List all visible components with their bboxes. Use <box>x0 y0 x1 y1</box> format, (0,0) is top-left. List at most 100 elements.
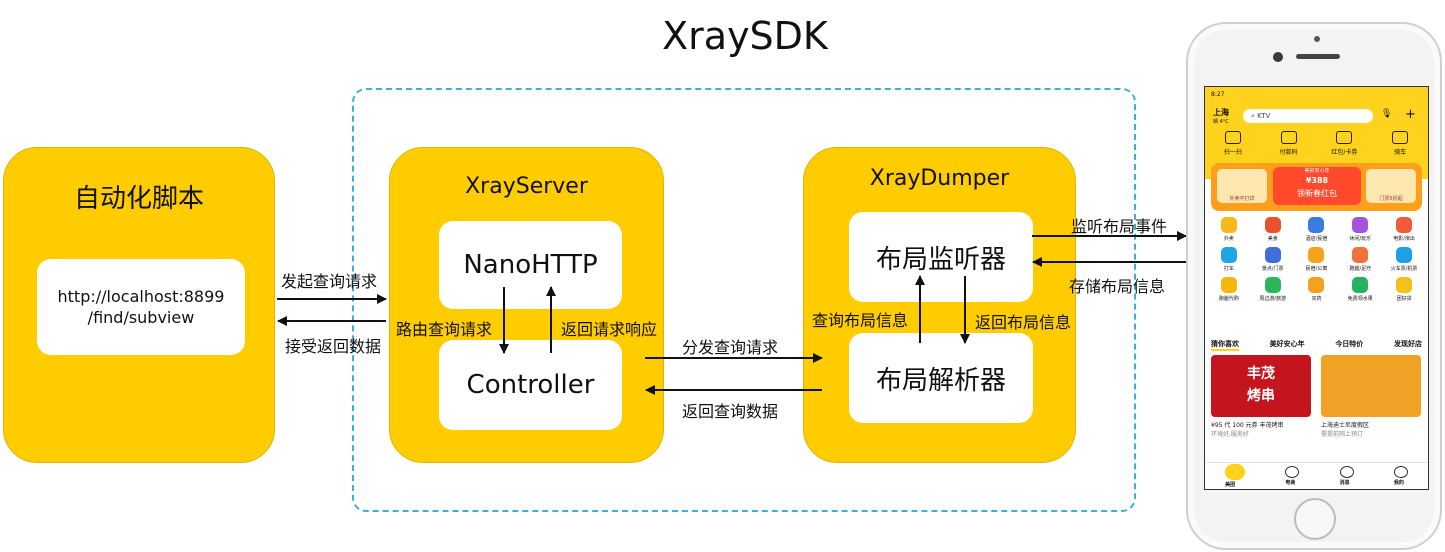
category-item[interactable]: 周边游/旅游 <box>1251 277 1295 302</box>
category-icon <box>1396 277 1413 293</box>
banner-top-text: 美好安心年 <box>1304 168 1330 174</box>
plus-icon[interactable]: + <box>1405 107 1416 122</box>
xray-dumper-title: XrayDumper <box>869 166 1010 191</box>
quick-tools: 扫一扫 付款码 红包/卡券 骑车 <box>1205 131 1428 156</box>
category-item[interactable]: 休闲/玩乐 <box>1338 217 1382 242</box>
nav-home[interactable]: 美团 <box>1225 464 1246 488</box>
xray-server-card: XrayServer NanoHTTP Controller <box>389 147 664 463</box>
banner-right-promo: 门票5折起 <box>1366 169 1416 203</box>
wallet-icon <box>1336 131 1353 144</box>
feed1-title-line2: 烤串 <box>1247 388 1275 404</box>
search-input[interactable]: ⌕ KTV <box>1243 109 1373 123</box>
phone-camera <box>1273 52 1283 62</box>
category-item[interactable]: 民宿/公寓 <box>1295 247 1339 272</box>
category-item[interactable]: 景点/门票 <box>1251 247 1295 272</box>
xraysdk-boundary <box>352 88 1136 512</box>
label-query-layout: 查询布局信息 <box>812 311 909 330</box>
category-icon <box>1264 277 1281 293</box>
category-item[interactable]: 外卖 <box>1207 217 1251 242</box>
weather-text: 晴 4°C <box>1213 119 1229 125</box>
tool-coupons[interactable]: 红包/卡券 <box>1324 131 1364 156</box>
pay-code-icon <box>1280 131 1297 144</box>
tab-daily-deals[interactable]: 今日特价 <box>1335 340 1364 348</box>
tab-guess-you-like[interactable]: 猜你喜欢 <box>1211 339 1239 351</box>
banner-text: 领新春红包 <box>1297 189 1337 198</box>
request-url-line1: http://localhost:8899 <box>57 287 225 306</box>
feed2-text: 上海迪士尼度假区 需提前网上预订 <box>1321 421 1425 439</box>
label-dispatch-query: 分发查询请求 <box>682 338 779 357</box>
category-icon <box>1220 277 1237 293</box>
category-item[interactable]: 跑腿代购 <box>1207 277 1251 302</box>
request-url-box: http://localhost:8899 /find/subview <box>37 259 245 355</box>
label-send-query: 发起查询请求 <box>281 272 378 291</box>
category-label: 跑腿/足疗 <box>1349 266 1372 272</box>
promo-banner[interactable]: 外卖不打烊 美好安心年 ¥388 领新春红包 门票5折起 <box>1211 163 1422 211</box>
layout-parser-box: 布局解析器 <box>849 333 1033 423</box>
feed1-title-line1: 丰茂 <box>1247 366 1275 382</box>
category-item[interactable]: 火车票/机票 <box>1382 247 1426 272</box>
category-item[interactable]: 酒店/民宿 <box>1295 217 1339 242</box>
category-label: 团好货 <box>1396 296 1412 302</box>
controller-box: Controller <box>439 340 622 430</box>
search-icon: ⌕ <box>1251 112 1258 120</box>
category-item[interactable]: 打车 <box>1207 247 1251 272</box>
category-label: 免费领水果 <box>1347 296 1373 302</box>
feed1-sub: 环境好,服务好 <box>1211 431 1249 438</box>
feed2-sub: 需提前网上预订 <box>1321 431 1364 438</box>
category-label: 买药 <box>1311 296 1322 302</box>
feed-tabs: 猜你喜欢 美好安心年 今日特价 发现好店 <box>1211 339 1422 351</box>
category-label: 民宿/公寓 <box>1305 266 1328 272</box>
category-label: 周边游/旅游 <box>1259 296 1287 302</box>
category-icon <box>1308 247 1325 263</box>
nanohttp-box: NanoHTTP <box>439 221 622 309</box>
category-label: 火车票/机票 <box>1390 266 1418 272</box>
category-label: 美食 <box>1267 236 1278 242</box>
status-time: 8:27 <box>1211 91 1225 98</box>
phone-speaker <box>1296 54 1340 59</box>
nav-messages[interactable]: 消息 <box>1339 466 1354 486</box>
search-text: KTV <box>1257 112 1271 120</box>
tool-pay-code[interactable]: 付款码 <box>1269 131 1309 156</box>
feed-card-disney[interactable] <box>1321 355 1421 417</box>
label-receive-data: 接受返回数据 <box>285 337 382 356</box>
category-label: 景点/门票 <box>1261 266 1284 272</box>
category-label: 打车 <box>1223 266 1234 272</box>
tab-good-year[interactable]: 美好安心年 <box>1269 340 1305 348</box>
banner-left-promo: 外卖不打烊 <box>1217 169 1267 203</box>
shop-icon <box>1285 466 1300 478</box>
feed-card-fengmao[interactable]: 丰茂 烤串 <box>1211 355 1311 417</box>
city-selector[interactable]: 上海 晴 4°C <box>1213 107 1229 125</box>
category-item[interactable]: 电影/演出 <box>1382 217 1426 242</box>
phone-home-button[interactable] <box>1294 498 1336 540</box>
feed2-desc: 上海迪士尼度假区 <box>1321 422 1370 429</box>
category-icon <box>1264 217 1281 233</box>
category-item[interactable]: 团好货 <box>1382 277 1426 302</box>
category-icon <box>1352 277 1369 293</box>
bottom-nav: 美团 电商 消息 我的 <box>1205 462 1428 489</box>
nav-profile[interactable]: 我的 <box>1393 466 1408 486</box>
category-item[interactable]: 美食 <box>1251 217 1295 242</box>
category-icon <box>1308 277 1325 293</box>
category-item[interactable]: 跑腿/足疗 <box>1338 247 1382 272</box>
phone-screen: 8:27 上海 晴 4°C ⌕ KTV 🎙 + 扫一扫 付款码 红包/卡券 骑车… <box>1204 86 1429 490</box>
feed1-text: ¥95 代 100 元券 丰茂烤串 环境好,服务好 <box>1211 421 1315 439</box>
banner-coupon: 美好安心年 ¥388 领新春红包 <box>1273 167 1361 205</box>
category-label: 电影/演出 <box>1393 236 1415 242</box>
nav-shop[interactable]: 电商 <box>1285 466 1300 486</box>
category-icon <box>1220 217 1237 233</box>
automation-script-title: 自动化脚本 <box>73 184 204 214</box>
xray-dumper-card: XrayDumper 布局监听器 布局解析器 <box>803 147 1076 463</box>
city-name: 上海 <box>1213 108 1229 117</box>
banner-amount: ¥388 <box>1305 176 1329 185</box>
category-item[interactable]: 买药 <box>1295 277 1339 302</box>
label-return-layout: 返回布局信息 <box>975 313 1072 332</box>
request-url-line2: /find/subview <box>87 308 195 327</box>
home-icon <box>1225 464 1246 480</box>
category-item[interactable]: 免费领水果 <box>1338 277 1382 302</box>
tab-discover-shops[interactable]: 发现好店 <box>1393 340 1422 348</box>
category-icon <box>1352 217 1369 233</box>
tool-bike[interactable]: 骑车 <box>1380 131 1420 156</box>
mic-icon[interactable]: 🎙 <box>1381 109 1393 119</box>
tool-scan[interactable]: 扫一扫 <box>1213 131 1253 156</box>
phone-mockup: 8:27 上海 晴 4°C ⌕ KTV 🎙 + 扫一扫 付款码 红包/卡券 骑车… <box>1186 22 1442 550</box>
